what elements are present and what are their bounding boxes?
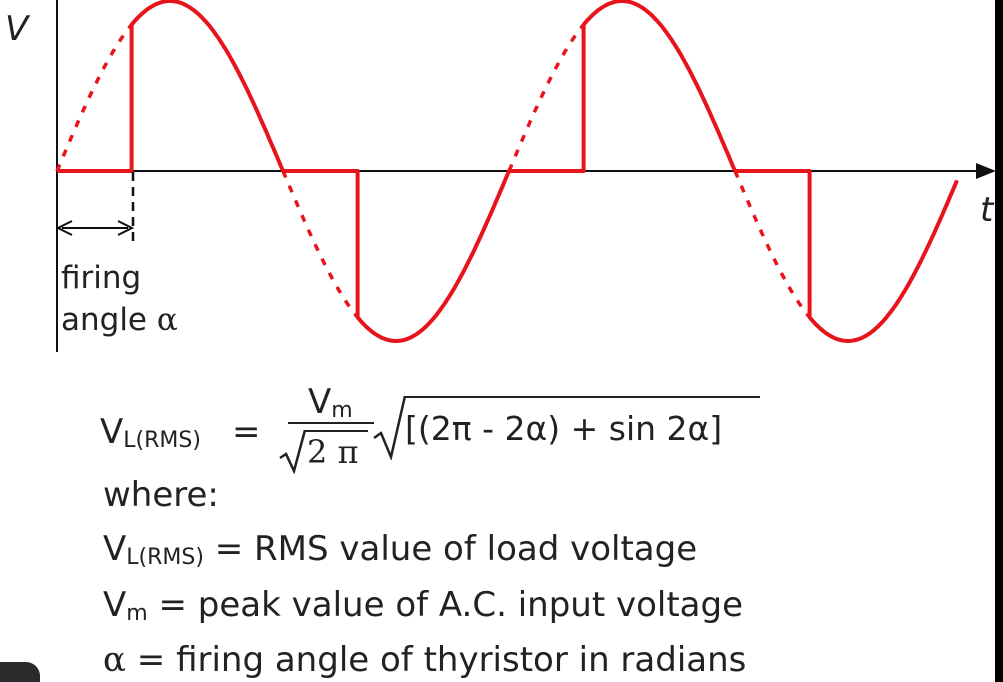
sine-dashed-segment [507,23,585,172]
sine-conducting-segment [283,169,511,343]
sine-dashed-segment [55,23,133,172]
legend-description: = RMS value of load voltage [203,529,698,569]
x-axis-arrowhead [976,163,995,179]
legend-item-load-voltage: VL(RMS) = RMS value of load voltage [103,529,698,569]
corner-overlay-tab [0,662,40,682]
sine-dashed-segment [281,170,359,319]
legend-item-firing-angle: α = firing angle of thyristor in radians [103,643,746,677]
sine-conducting-segments [57,0,959,343]
legend-symbol-subscript: L(RMS) [126,545,204,570]
where-label: where: [103,475,219,515]
formula-denominator: 2 π [307,433,359,471]
numerator-subscript: m [331,398,353,423]
firing-angle-label-line1: firing [61,260,142,296]
firing-angle-word: angle [61,302,148,338]
main-radical-sign [373,395,407,460]
formula-lhs-subscript: L(RMS) [123,428,201,453]
formula-numerator: Vm [308,382,353,422]
sine-conducting-segment [57,0,285,173]
legend-description: = peak value of A.C. input voltage [147,585,744,625]
sine-conducting-segment [509,0,737,173]
legend-description: = firing angle of thyristor in radians [125,640,747,680]
x-axis-label: t [980,190,994,230]
y-axis-label: V [5,9,29,49]
firing-angle-arrowhead-right [117,220,135,236]
legend-symbol-subscript: m [126,601,148,626]
sine-conducting-segment [735,169,959,343]
formula-lhs-main: V [100,412,124,452]
numerator-main: V [308,382,332,422]
legend-symbol-main: V [103,585,127,625]
denominator-radical-bar [304,430,368,432]
legend-symbol-main: V [103,529,127,569]
sine-dashed-segment [733,170,811,319]
formula-equals: = [232,412,261,452]
firing-angle-label-line2: angle α [61,305,178,336]
alpha-symbol: α [156,302,178,338]
main-radical-bar [404,396,760,398]
denominator-radical-sign [279,429,307,474]
fraction-bar [288,422,374,424]
formula-radicand: [(2π - 2α) + sin 2α] [405,409,723,448]
firing-angle-arrowhead-left [55,220,73,236]
legend-item-peak-voltage: Vm = peak value of A.C. input voltage [103,585,744,625]
legend-symbol-alpha: α [103,640,126,680]
formula-lhs: VL(RMS) [100,412,201,452]
